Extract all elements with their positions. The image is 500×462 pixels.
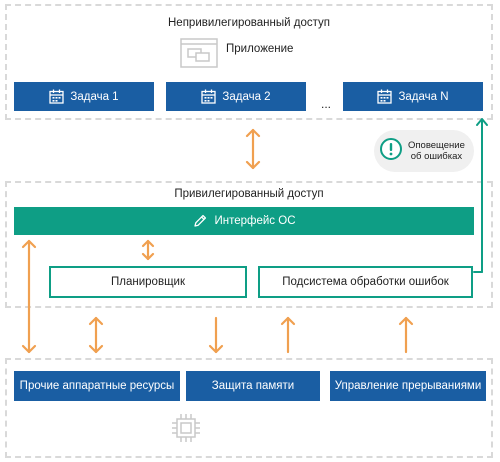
tasks-ellipsis: ... xyxy=(321,97,332,111)
calendar-icon xyxy=(49,89,65,104)
other-hardware-box: Прочие аппаратные ресурсы xyxy=(14,371,180,401)
os-interface-box: Интерфейс ОС xyxy=(14,207,474,235)
alert-icon xyxy=(380,137,402,165)
error-subsystem-label: Подсистема обработки ошибок xyxy=(282,276,449,288)
arrow-to-memory-protection xyxy=(208,316,224,354)
os-interface-label: Интерфейс ОС xyxy=(214,215,296,227)
task-2-box: Задача 2 xyxy=(166,82,306,111)
interrupt-management-label: Управление прерываниями xyxy=(334,380,482,392)
calendar-icon xyxy=(201,89,217,104)
arrow-interrupts-up xyxy=(398,316,414,354)
task-2-label: Задача 2 xyxy=(222,90,271,103)
error-notification-line2: об ошибках xyxy=(410,151,463,162)
unprivileged-title: Непривилегированный доступ xyxy=(168,17,330,29)
memory-protection-box: Защита памяти xyxy=(186,371,320,401)
scheduler-box: Планировщик xyxy=(49,266,247,298)
task-1-box: Задача 1 xyxy=(14,82,154,111)
arrow-scheduler-to-hardware xyxy=(88,316,104,354)
scheduler-label: Планировщик xyxy=(111,276,185,288)
error-notification-text: Оповещение об ошибках xyxy=(408,140,465,162)
memory-protection-label: Защита памяти xyxy=(211,380,295,392)
application-icon xyxy=(180,38,218,73)
application-label: Приложение xyxy=(226,43,294,55)
interrupt-management-box: Управление прерываниями xyxy=(330,371,486,401)
other-hardware-label: Прочие аппаратные ресурсы xyxy=(19,380,175,392)
calendar-icon xyxy=(377,89,393,104)
arrow-user-to-kernel xyxy=(245,128,261,170)
privileged-title: Привилегированный доступ xyxy=(174,188,324,200)
task-n-label: Задача N xyxy=(398,90,449,103)
pencil-icon xyxy=(192,213,208,229)
arrow-error-notification xyxy=(473,118,488,273)
arrow-os-to-scheduler xyxy=(141,239,155,261)
task-1-label: Задача 1 xyxy=(70,90,119,103)
task-n-box: Задача N xyxy=(343,82,483,111)
error-notification-badge: Оповещение об ошибках xyxy=(374,130,474,172)
chip-icon xyxy=(171,413,201,448)
error-subsystem-box: Подсистема обработки ошибок xyxy=(258,266,473,298)
arrow-os-to-hardware xyxy=(21,239,37,354)
arrow-hardware-to-error-subsystem xyxy=(280,316,296,354)
error-notification-line1: Оповещение xyxy=(408,140,465,151)
